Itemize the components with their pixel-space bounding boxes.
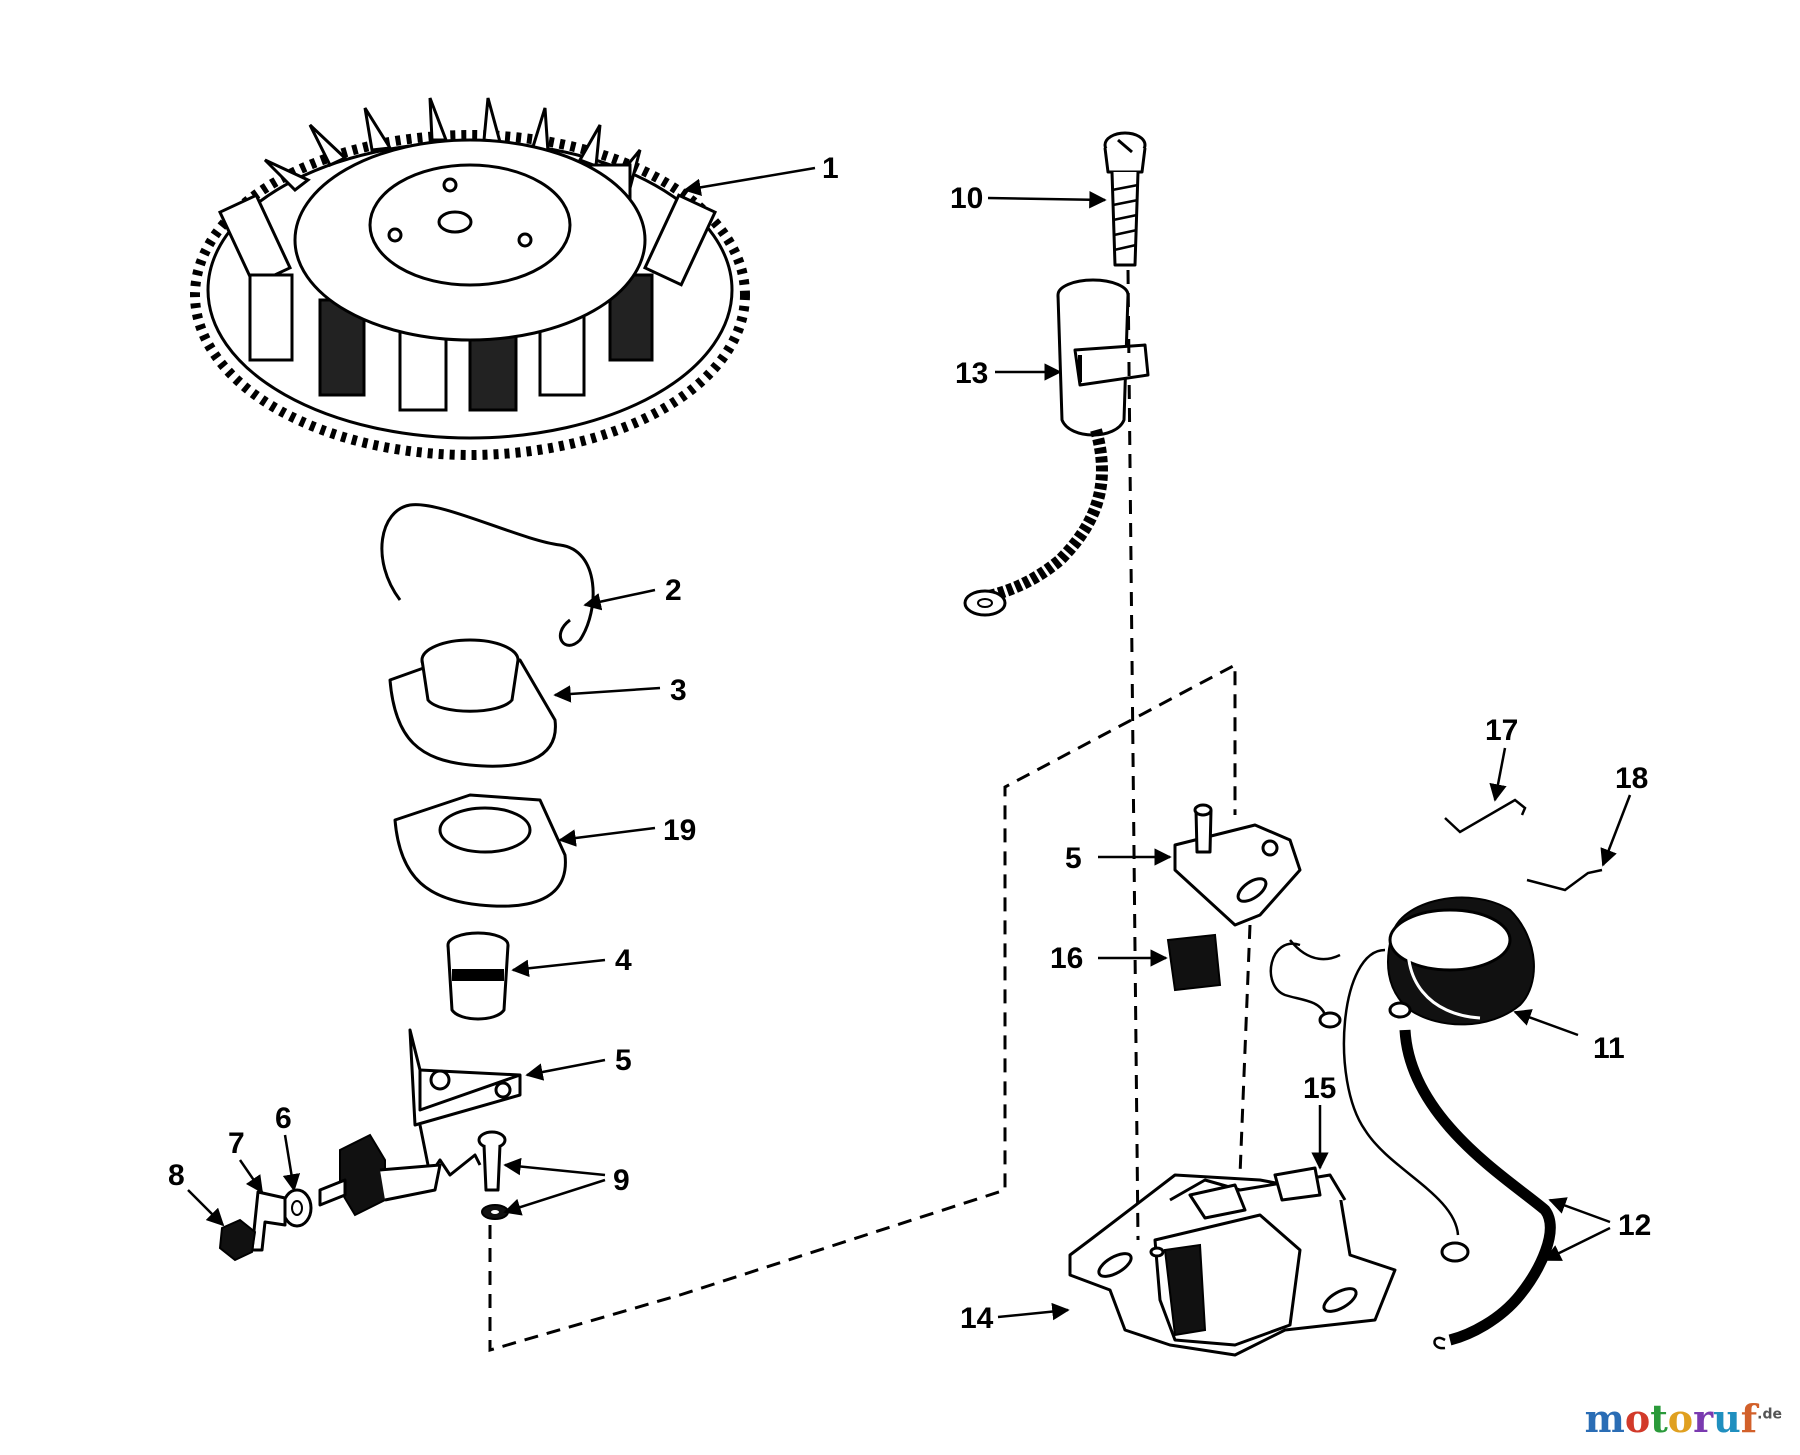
breaker-arm — [408, 1028, 522, 1177]
callout-11: 11 — [1593, 1032, 1625, 1065]
bushing — [446, 931, 510, 1021]
cam-plate — [388, 638, 557, 768]
callout-6: 6 — [275, 1102, 292, 1135]
callout-18: 18 — [1615, 762, 1648, 795]
assembly-guide-lines — [488, 269, 1252, 1352]
callout-7: 7 — [228, 1127, 245, 1160]
callout-5-arm: 5 — [615, 1044, 632, 1077]
felt-pad-16 — [1166, 933, 1222, 992]
contact-block — [318, 1133, 442, 1217]
callout-16: 16 — [1050, 942, 1083, 975]
callout-labels: 1 2 3 19 4 5 6 7 8 9 10 13 5 16 17 18 11… — [168, 152, 1651, 1335]
breaker-base — [1068, 1166, 1397, 1357]
nut-8 — [218, 1218, 257, 1262]
callout-14: 14 — [960, 1302, 994, 1335]
ignition-coil — [1269, 896, 1556, 1350]
condenser — [963, 278, 1150, 617]
callout-17: 17 — [1485, 714, 1518, 747]
callout-15: 15 — [1303, 1072, 1336, 1105]
callout-10: 10 — [950, 182, 983, 215]
callout-1: 1 — [822, 152, 839, 185]
screw-10 — [1103, 131, 1147, 267]
callout-9: 9 — [613, 1164, 630, 1197]
callout-2: 2 — [665, 574, 682, 607]
leader-arrows — [187, 166, 1632, 1321]
screw-9 — [477, 1130, 509, 1220]
callout-3: 3 — [670, 674, 687, 707]
watermark-suffix: .de — [1757, 1406, 1782, 1423]
washer-plate — [393, 793, 567, 908]
callout-13: 13 — [955, 357, 988, 390]
spring-clip — [380, 503, 595, 647]
callout-19: 19 — [663, 814, 696, 847]
callout-5-plate: 5 — [1065, 842, 1082, 875]
watermark-text: motoruf — [1584, 1396, 1758, 1441]
watermark-logo: motoruf.de — [1585, 1396, 1782, 1441]
callout-12: 12 — [1618, 1209, 1651, 1242]
clip-18 — [1526, 868, 1603, 892]
flywheel — [190, 97, 750, 460]
callout-8: 8 — [168, 1159, 185, 1192]
contact-plate — [1173, 803, 1302, 927]
callout-4: 4 — [615, 944, 632, 977]
spring-17 — [1444, 798, 1527, 834]
terminal-7 — [250, 1190, 287, 1252]
